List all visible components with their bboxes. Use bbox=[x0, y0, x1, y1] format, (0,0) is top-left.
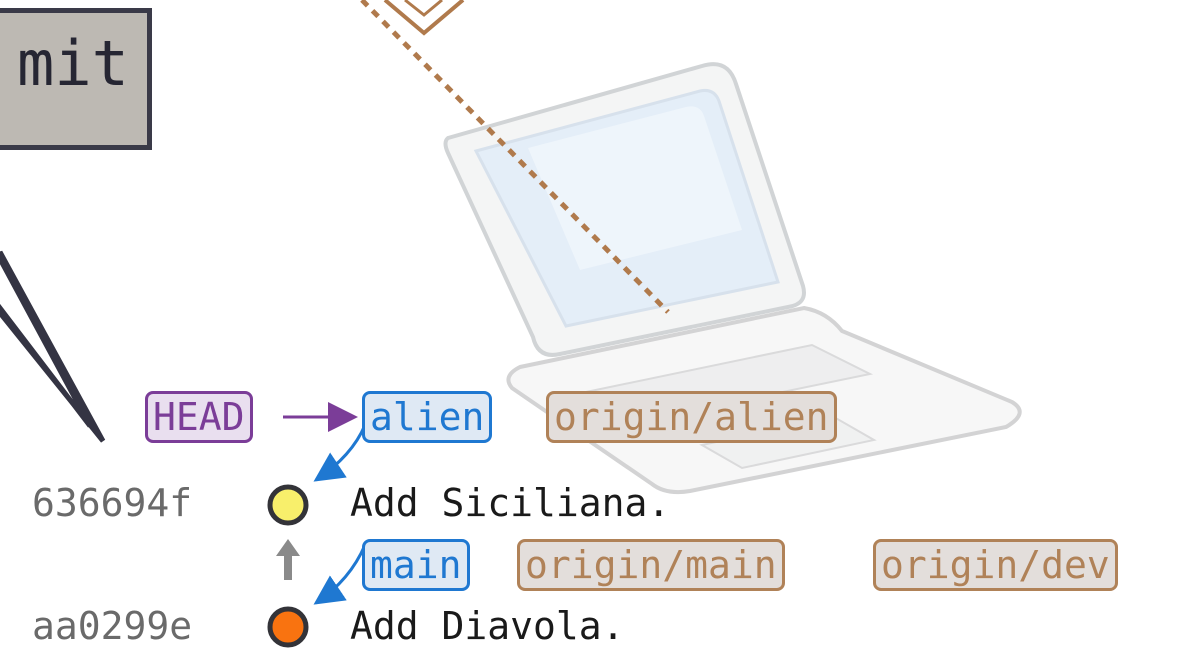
main-pointer-arrow bbox=[313, 544, 367, 605]
branch-ref-alien: alien bbox=[362, 391, 493, 443]
commit-message-siciliana: Add Siciliana. bbox=[350, 481, 671, 525]
head-ref: HEAD bbox=[145, 391, 253, 443]
alien-pointer-arrow bbox=[313, 424, 367, 482]
command-callout: mit bbox=[0, 8, 152, 150]
speech-pointer bbox=[0, 250, 106, 443]
up-arrow-icon bbox=[276, 539, 300, 580]
laptop-icon bbox=[443, 62, 1022, 495]
branch-ref-main: main bbox=[362, 539, 470, 591]
commit-hash-diavola: aa0299e bbox=[32, 604, 193, 648]
remote-ref-origin-alien: origin/alien bbox=[546, 391, 837, 443]
diamond-inner-shape bbox=[404, 0, 443, 17]
dashed-remote-line bbox=[360, 0, 670, 314]
diamond-shape bbox=[383, 0, 465, 36]
commit-node-diavola bbox=[267, 606, 309, 648]
commit-hash-siciliana: 636694f bbox=[32, 481, 193, 525]
remote-ref-origin-main: origin/main bbox=[517, 539, 785, 591]
commit-message-diavola: Add Diavola. bbox=[350, 604, 625, 648]
command-label: mit bbox=[17, 27, 129, 100]
remote-ref-origin-dev: origin/dev bbox=[873, 539, 1118, 591]
commit-node-siciliana bbox=[267, 484, 309, 526]
